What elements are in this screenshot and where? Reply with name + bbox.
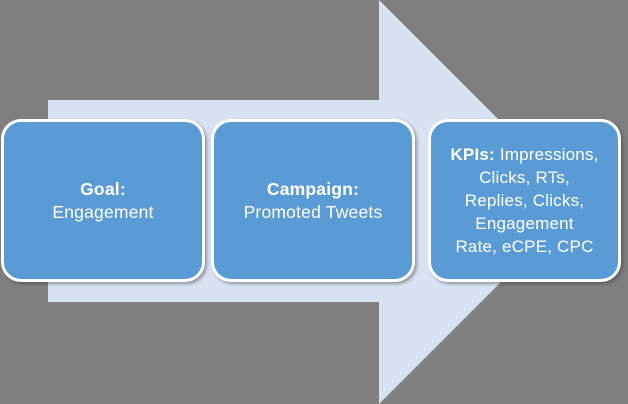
campaign-body: Promoted Tweets [243,201,383,222]
goal-box-text: Goal: Engagement [52,178,153,224]
kpis-line-1: KPIs: Impressions, [450,143,598,166]
campaign-box: Campaign: Promoted Tweets [211,119,415,282]
goal-box: Goal: Engagement [1,119,205,282]
kpis-box-text: KPIs: Impressions, Clicks, RTs, Replies,… [450,143,598,258]
kpis-line-5: Rate, eCPE, CPC [455,237,594,256]
campaign-box-text: Campaign: Promoted Tweets [244,178,383,224]
kpis-box: KPIs: Impressions, Clicks, RTs, Replies,… [428,119,621,282]
kpis-line-3: Replies, Clicks, [464,191,585,210]
kpis-line-1-rest: Impressions, [494,145,599,164]
kpis-line-2: Clicks, RTs, [479,168,570,187]
kpis-line-4: Engagement [475,214,574,233]
campaign-label: Campaign: [266,178,360,199]
goal-body: Engagement [52,201,154,222]
kpis-label: KPIs: [450,145,495,164]
goal-label: Goal: [80,178,126,199]
